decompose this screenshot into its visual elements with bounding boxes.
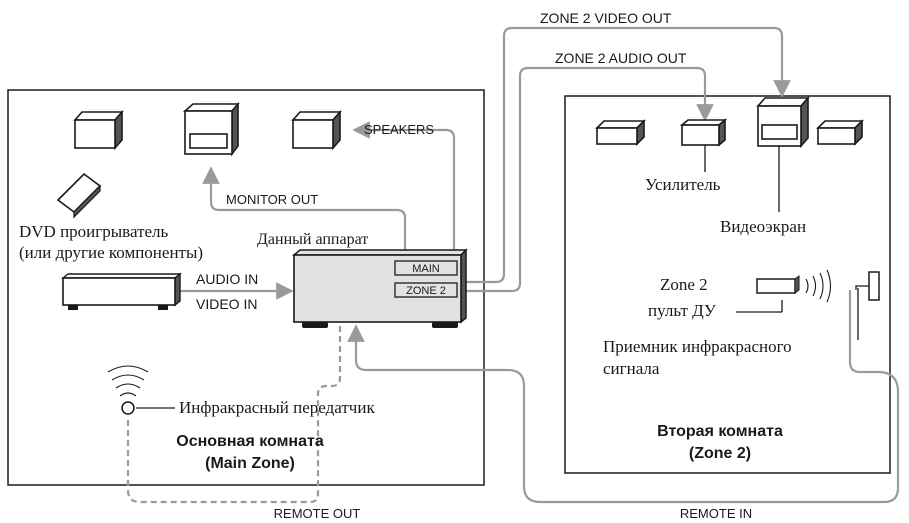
ir-receiver-sublabel: сигнала (603, 359, 660, 378)
ir-receiver-icon (855, 271, 880, 301)
remote-in-cable (347, 290, 900, 504)
leader-lines (136, 145, 859, 409)
main-room-title: Основная комната (176, 433, 324, 450)
dvd-player (61, 272, 182, 310)
second-room-outline (564, 95, 891, 474)
zone2-audio-out-cable (458, 66, 714, 293)
main-speaker-right (291, 109, 342, 151)
audio-in-label: AUDIO IN (196, 271, 258, 287)
main-speaker-left (73, 109, 124, 151)
main-room-subtitle: (Main Zone) (205, 455, 295, 472)
monitor-out-cable (202, 166, 407, 258)
zone2-video-out-label: ZONE 2 VIDEO OUT (540, 10, 672, 26)
main-room-outline (7, 89, 485, 486)
amplifier-label: Усилитель (645, 175, 721, 194)
remote-in-label: REMOTE IN (680, 506, 752, 521)
ir-transmitter-icon (107, 365, 149, 415)
second-room-subtitle: (Zone 2) (689, 445, 751, 462)
zone2-remote-control (756, 275, 800, 294)
main-terminal-label: MAIN (412, 263, 440, 275)
main-monitor (182, 101, 240, 157)
zone2-speaker-right (816, 119, 864, 146)
video-screen-label: Видеоэкран (720, 217, 806, 236)
monitor-out-label: MONITOR OUT (226, 192, 318, 207)
zone2-terminal-label: ZONE 2 (406, 285, 446, 297)
remote-out-cable (126, 326, 342, 504)
second-room-title: Вторая комната (657, 423, 783, 440)
this-unit-label: Данный аппарат (257, 231, 368, 248)
zone2-speaker-left (595, 119, 646, 146)
dvd-player-sublabel: (или другие компоненты) (19, 243, 203, 262)
this-unit (291, 248, 468, 328)
speakers-cable (352, 121, 456, 258)
zone2-video-screen (756, 95, 810, 149)
zone2-video-out-cable (458, 26, 791, 284)
speakers-label: SPEAKERS (364, 122, 434, 137)
remote-out-label: REMOTE OUT (274, 506, 361, 521)
dvd-player-label: DVD проигрыватель (19, 222, 169, 241)
labels: ZONE 2 VIDEO OUT ZONE 2 AUDIO OUT SPEAKE… (19, 10, 806, 521)
cables (176, 26, 900, 504)
zone2-terminal (394, 282, 458, 298)
main-terminal (394, 260, 458, 276)
video-in-label: VIDEO IN (196, 296, 257, 312)
remote-control-icon (56, 172, 102, 219)
zone2-remote-signal-icon (805, 269, 832, 303)
ir-receiver-label: Приемник инфракрасного (603, 337, 792, 356)
ir-transmitter-label: Инфракрасный передатчик (179, 398, 375, 417)
zone2-remote-sublabel: пульт ДУ (648, 301, 717, 320)
zone2-amplifier (679, 118, 728, 147)
zone2-audio-out-label: ZONE 2 AUDIO OUT (555, 50, 687, 66)
zone2-remote-label: Zone 2 (660, 275, 708, 294)
